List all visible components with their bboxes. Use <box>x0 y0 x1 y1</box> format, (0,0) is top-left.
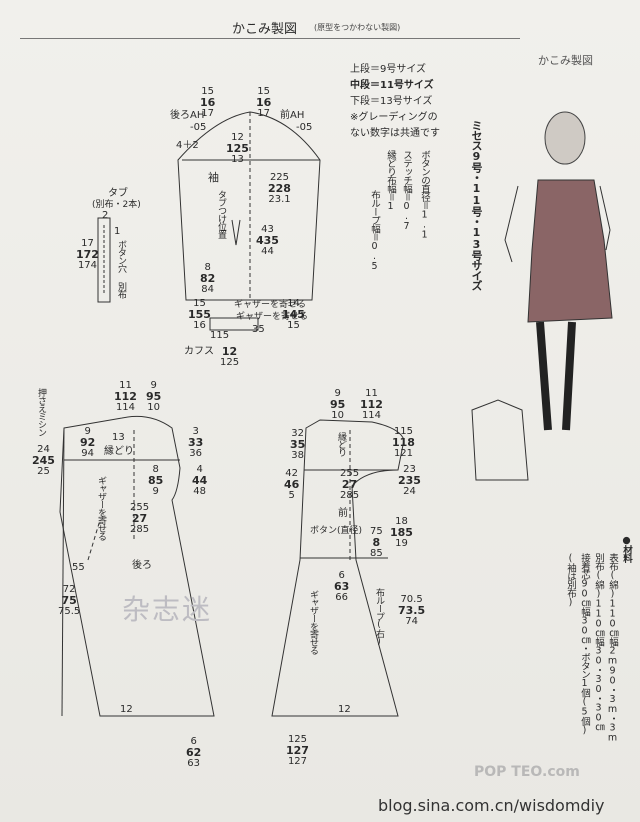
cuff-dim-2: 35 <box>252 324 265 335</box>
tab-outline <box>97 217 111 303</box>
sleeve-tab-note: タブつけ位置 <box>216 190 226 238</box>
watermark-text: 杂志迷 <box>122 593 213 626</box>
back-label: 後ろ <box>132 560 152 571</box>
note-hem: 縁どり布幅＝1 <box>385 150 396 211</box>
front-gather: ギャザーを寄せる <box>308 590 318 654</box>
back-hem-band: 縁どり <box>104 446 134 457</box>
legend-note-1: ※グレーディングの <box>350 112 438 123</box>
materials-item-3: 接着芯90㎝幅30㎝・ボタン1個(5個) <box>579 553 590 735</box>
header-rule <box>20 38 520 39</box>
back-stitch-label: 押さえミシン <box>36 388 46 436</box>
front-hem-band: 縁どり <box>336 432 346 456</box>
note-buttons: ボタンの直径＝1.1 <box>419 150 430 240</box>
front-loop: 布ループ(右) <box>374 588 384 646</box>
cuff-dim-1: 115 <box>210 330 230 341</box>
sleeve-back-ah-value: -05 <box>190 122 207 133</box>
back-outline <box>59 415 215 717</box>
materials-item-1: 表布(綿)110㎝幅2m90・3m・3m <box>607 553 618 743</box>
sleeve-gather: ギャザーを寄せる <box>234 300 307 310</box>
tab-other-fabric: 別布 <box>116 282 126 298</box>
sleeve-front-ah: 前AH <box>280 110 305 121</box>
sleeve-a2: 4＋2 <box>176 140 199 151</box>
page-title: かこみ製図 <box>232 22 298 37</box>
flat-sketch <box>471 399 529 481</box>
cuff-outline <box>209 317 259 331</box>
sleeve-front-ah-value: -05 <box>296 122 313 133</box>
note-loop: 布ループ幅＝0.5 <box>369 190 380 271</box>
sleeve-back-ah: 後ろAH <box>170 110 205 121</box>
front-button-label: ボタン(直径) <box>310 526 363 536</box>
legend-note-2: ない数字は共通です <box>350 128 440 139</box>
legend-middle: 中段＝11号サイズ <box>350 80 434 91</box>
page-subtitle: (原型をつかわない製図) <box>314 23 401 32</box>
materials-item-4: (袖は別布) <box>565 553 576 607</box>
figure-legs <box>536 321 576 431</box>
materials-title: ●材料 <box>621 535 632 562</box>
figure-head <box>544 111 586 165</box>
size-legend: 上段＝9号サイズ 中段＝11号サイズ 下段＝13号サイズ ※グレーディングの な… <box>350 62 440 142</box>
sleeve-label: 袖 <box>208 171 219 184</box>
cuff-label: カフス <box>184 346 214 357</box>
figure-dress <box>527 179 613 323</box>
tab-one: 1 <box>114 226 121 237</box>
tab-two: 2 <box>102 210 109 221</box>
legend-lower: 下段＝13号サイズ <box>350 96 433 107</box>
front-outline <box>271 419 405 717</box>
tab-title: タブ <box>108 188 128 199</box>
front-label: 前 <box>338 508 348 519</box>
back-hem: 12 <box>120 704 133 715</box>
legend-upper: 上段＝9号サイズ <box>350 64 427 75</box>
credit-url: blog.sina.com.cn/wisdomdiy <box>378 796 605 815</box>
back-gather: ギャザーを寄せる <box>96 476 106 540</box>
corner-label: かこみ製図 <box>538 54 593 67</box>
tab-buttonhole: ボタン穴 <box>116 240 126 272</box>
cuff-gather: ギャザーを寄せる <box>236 312 309 322</box>
sleeve-outline <box>177 111 321 301</box>
back-side-55: 55 <box>72 562 85 573</box>
front-hem: 12 <box>338 704 351 715</box>
note-stitch: ステッチ幅＝0.7 <box>401 150 412 231</box>
materials-item-2: 別布(綿)110㎝幅30・30・30㎝ <box>593 553 604 731</box>
back-neck: 13 <box>112 432 125 443</box>
site-logo: POP TEO.com <box>474 764 580 780</box>
sizes-caption: ミセス9号・11号・13号サイズ <box>470 120 483 290</box>
tab-note: (別布・2本) <box>92 200 141 210</box>
